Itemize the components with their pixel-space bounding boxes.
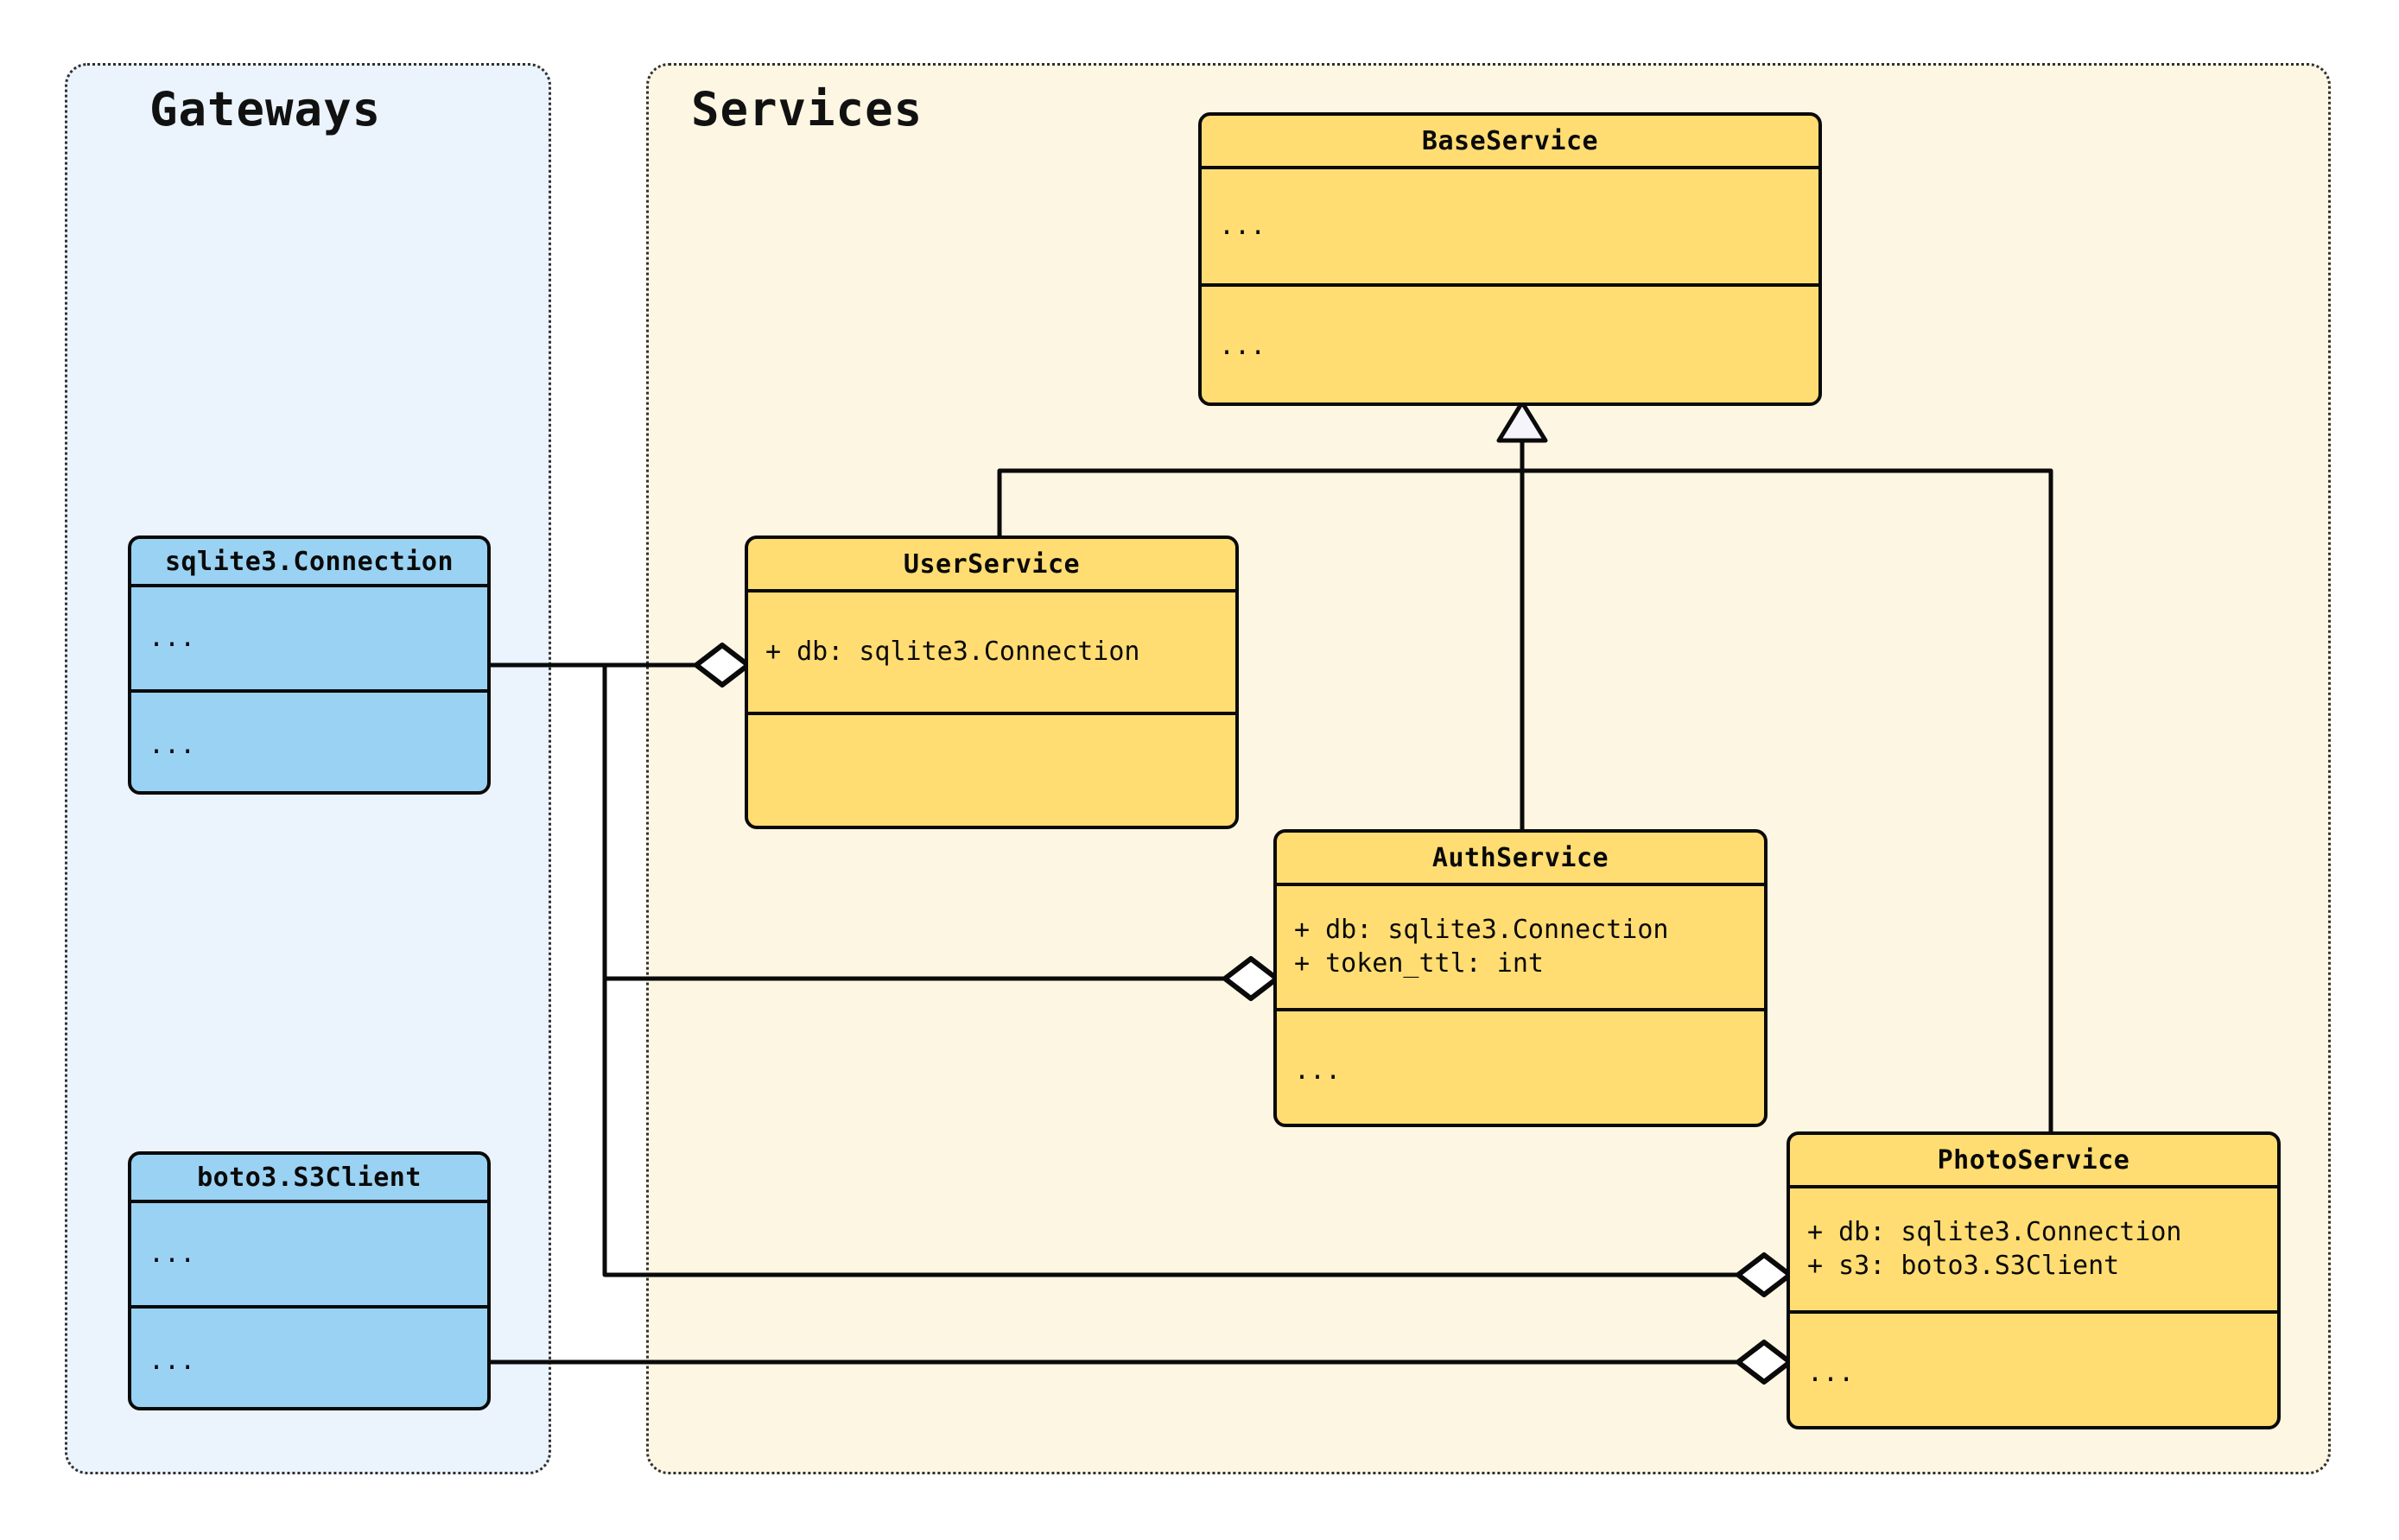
method-row: ... <box>1294 1055 1342 1086</box>
class-box-authservice[interactable]: AuthService + db: sqlite3.Connection + t… <box>1273 829 1768 1127</box>
method-row: ... <box>149 1345 196 1376</box>
class-box-sqlite3-connection[interactable]: sqlite3.Connection ... ... <box>128 536 491 795</box>
class-methods-boto3-s3client: ... <box>131 1305 487 1407</box>
class-name-baseservice: BaseService <box>1421 125 1599 156</box>
class-name-photoservice: PhotoService <box>1937 1144 2130 1176</box>
class-name-boto3-s3client: boto3.S3Client <box>197 1162 422 1193</box>
class-methods-sqlite3-connection: ... <box>131 689 487 791</box>
class-box-userservice[interactable]: UserService + db: sqlite3.Connection <box>745 536 1239 829</box>
package-title-services: Services <box>691 82 923 136</box>
class-attributes-boto3-s3client: ... <box>131 1200 487 1305</box>
class-methods-baseservice: ... <box>1202 283 1818 402</box>
class-attributes-photoservice: + db: sqlite3.Connection + s3: boto3.S3C… <box>1790 1185 2277 1310</box>
class-box-photoservice[interactable]: PhotoService + db: sqlite3.Connection + … <box>1787 1131 2281 1429</box>
class-name-sqlite3-connection: sqlite3.Connection <box>164 546 454 577</box>
class-methods-authservice: ... <box>1277 1008 1764 1124</box>
class-attributes-userservice: + db: sqlite3.Connection <box>748 589 1235 712</box>
class-methods-photoservice: ... <box>1790 1310 2277 1426</box>
attribute-row: + token_ttl: int <box>1294 947 1544 979</box>
method-row: ... <box>1807 1357 1855 1388</box>
class-box-boto3-s3client[interactable]: boto3.S3Client ... ... <box>128 1151 491 1410</box>
class-attributes-sqlite3-connection: ... <box>131 584 487 689</box>
method-row: ... <box>149 729 196 760</box>
class-box-baseservice[interactable]: BaseService ... ... <box>1198 112 1822 406</box>
class-name-userservice: UserService <box>903 548 1081 580</box>
attribute-row: ... <box>149 622 196 653</box>
class-name-authservice: AuthService <box>1431 842 1609 873</box>
attribute-row: + db: sqlite3.Connection <box>1807 1217 2182 1248</box>
attribute-row: ... <box>1219 210 1266 241</box>
attribute-row: + db: sqlite3.Connection <box>1294 915 1669 946</box>
class-attributes-authservice: + db: sqlite3.Connection + token_ttl: in… <box>1277 883 1764 1008</box>
package-title-gateways: Gateways <box>149 82 382 136</box>
attribute-row: ... <box>149 1238 196 1269</box>
class-attributes-baseservice: ... <box>1202 166 1818 283</box>
attribute-row: + db: sqlite3.Connection <box>765 636 1140 667</box>
method-row: ... <box>1219 330 1266 361</box>
class-methods-userservice <box>748 712 1235 826</box>
attribute-row: + s3: boto3.S3Client <box>1807 1250 2120 1281</box>
